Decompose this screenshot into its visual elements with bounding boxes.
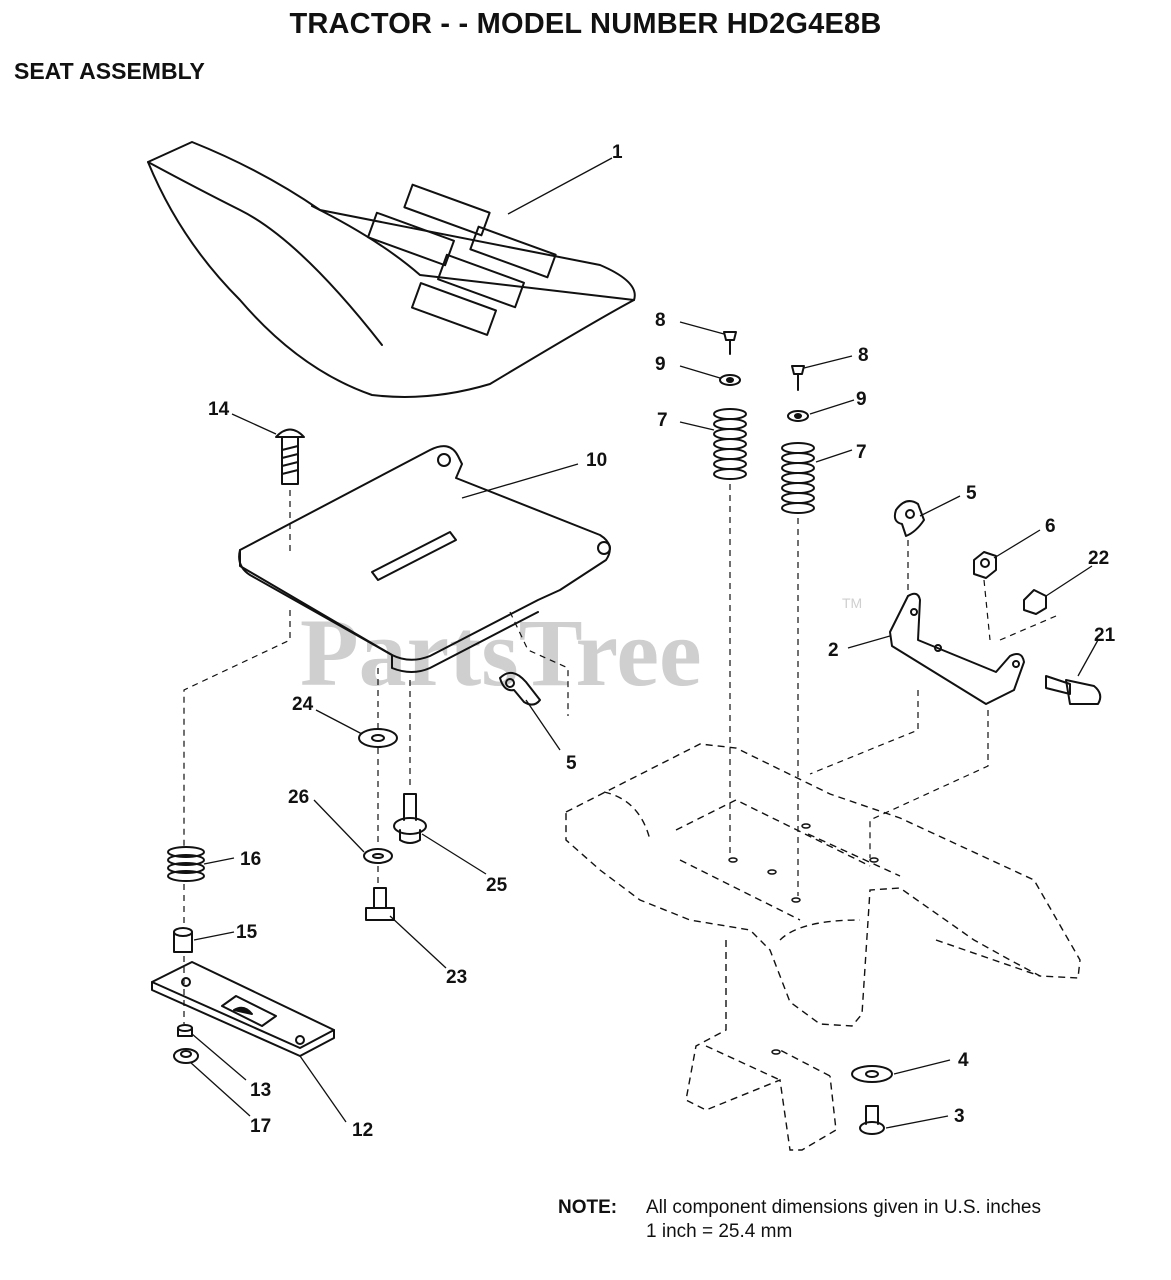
screw-right [791,365,805,391]
callout-25: 25 [486,875,508,896]
spacer [173,927,193,953]
note-line-1: All component dimensions given in U.S. i… [646,1197,1041,1218]
callout-22: 22 [1088,548,1109,569]
callout-12: 12 [352,1120,373,1141]
section-title: SEAT ASSEMBLY [14,58,205,84]
note-line-2: 1 inch = 25.4 mm [646,1221,793,1242]
note-label: NOTE: [558,1197,618,1218]
callout-5-right: 5 [966,483,977,504]
shoulder-bolt [393,793,427,844]
callout-6: 6 [1045,516,1056,537]
callout-15: 15 [236,922,258,943]
callout-9-right: 9 [856,389,867,410]
washer-right [787,410,809,422]
hex-bolt [365,887,395,921]
callout-26: 26 [288,787,309,808]
flat-washer [358,728,398,748]
tractor-frame [565,743,1081,1151]
callout-3: 3 [954,1106,965,1127]
callout-14: 14 [208,399,230,420]
callout-5-left: 5 [566,753,577,774]
seat-bracket [889,592,1025,705]
lock-washer [363,848,393,864]
washer-left [719,374,741,386]
callout-4: 4 [958,1050,969,1071]
compression-spring-right [781,442,815,514]
callout-7-left: 7 [657,410,668,431]
watermark-text: PartsTree [300,599,702,706]
callout-10: 10 [586,450,607,471]
seat-cushion [147,141,636,398]
hex-nut [973,551,997,579]
callout-23: 23 [446,967,467,988]
callout-8-right: 8 [858,345,869,366]
callout-2: 2 [828,640,839,661]
callout-24: 24 [292,694,314,715]
callout-9-left: 9 [655,354,666,375]
watermark-tm: TM [842,595,862,611]
screw-left [723,331,737,355]
mount-washer [851,1065,893,1083]
seat-spring [167,846,205,882]
callout-13: 13 [250,1080,271,1101]
lock-nut [177,1024,193,1037]
callout-1: 1 [612,142,623,163]
carriage-bolt [275,428,305,485]
callout-8-left: 8 [655,310,666,331]
compression-spring-left [713,408,747,480]
callout-leaders [189,157,1099,1129]
mount-bolt [859,1105,885,1135]
seat-slide-bracket [151,961,335,1057]
nut-washer [173,1048,199,1064]
callout-21: 21 [1094,625,1116,646]
page-title: TRACTOR - - MODEL NUMBER HD2G4E8B [289,8,882,40]
flange-nut [1023,589,1047,615]
assembly-guide-lines [183,484,1057,1024]
callout-7-right: 7 [856,442,867,463]
seat-clip-right [893,500,925,537]
callout-16: 16 [240,849,261,870]
callout-17: 17 [250,1116,271,1137]
seat-pan [238,445,611,673]
seat-clip-left [499,671,541,706]
dimension-note: NOTE: All component dimensions given in U… [558,1196,1041,1244]
pivot-bolt [1045,675,1102,705]
